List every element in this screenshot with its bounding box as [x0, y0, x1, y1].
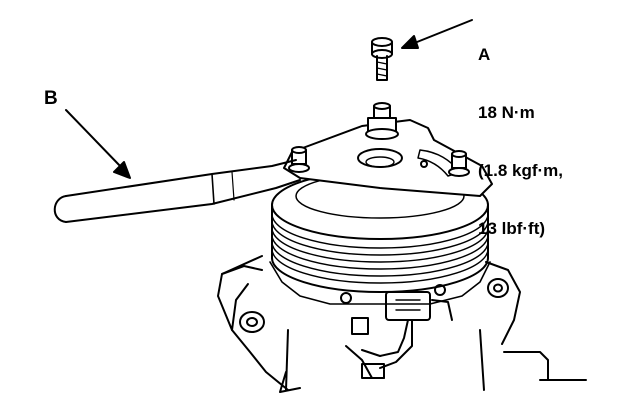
- callout-b-leader: [65, 109, 131, 179]
- callout-b-letter: B: [44, 88, 58, 109]
- torque-line-nm: 18 N·m: [478, 103, 535, 123]
- holder-tool-b: [53, 159, 301, 223]
- callout-a-leader: [401, 19, 473, 49]
- clutch-pulley: [269, 170, 491, 305]
- electrical-connector: [340, 284, 453, 379]
- callout-a-letter: A: [478, 45, 491, 65]
- holder-pin-right: [448, 150, 470, 177]
- callout-a: A 18 N·m (1.8 kgf·m, 13 lbf·ft): [478, 6, 563, 258]
- bolt-a: [371, 37, 393, 81]
- compressor-body: [217, 255, 587, 393]
- torque-line-kgfm: (1.8 kgf·m,: [478, 161, 564, 181]
- holder-plate: [283, 119, 493, 197]
- center-nut: [365, 102, 399, 140]
- holder-pin-left: [288, 146, 310, 173]
- torque-line-lbfft: 13 lbf·ft): [478, 219, 546, 239]
